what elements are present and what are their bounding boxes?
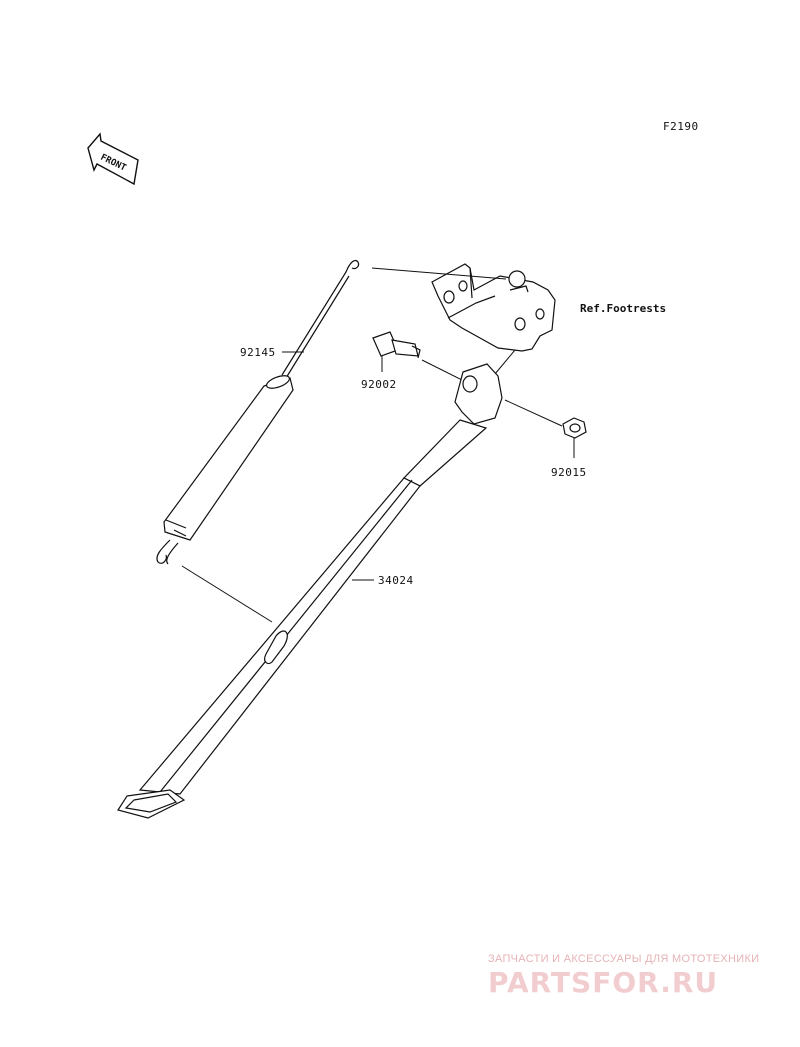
- front-arrow-icon: FRONT: [87, 132, 139, 186]
- part-label-92145: 92145: [240, 346, 276, 359]
- leader-stand-to-nut: [504, 399, 563, 427]
- spring-92145: [156, 259, 360, 565]
- watermark-logo: PARTSFOR.RU: [488, 966, 719, 999]
- side-stand-34024: [117, 363, 503, 819]
- leader-spring-to-bracket: [371, 267, 507, 280]
- leader-spring-to-stand: [181, 565, 273, 623]
- part-label-92015: 92015: [551, 466, 587, 479]
- footrest-bracket: [431, 263, 556, 352]
- bolt-92002: [372, 331, 421, 359]
- part-label-34024: 34024: [378, 574, 414, 587]
- part-label-92002: 92002: [361, 378, 397, 391]
- nut-92015: [562, 417, 587, 439]
- watermark-tagline: ЗАПЧАСТИ И АКСЕССУАРЫ ДЛЯ МОТОТЕХНИКИ: [488, 953, 760, 965]
- diagram-code: F2190: [663, 120, 699, 133]
- reference-note: Ref.Footrests: [580, 302, 666, 315]
